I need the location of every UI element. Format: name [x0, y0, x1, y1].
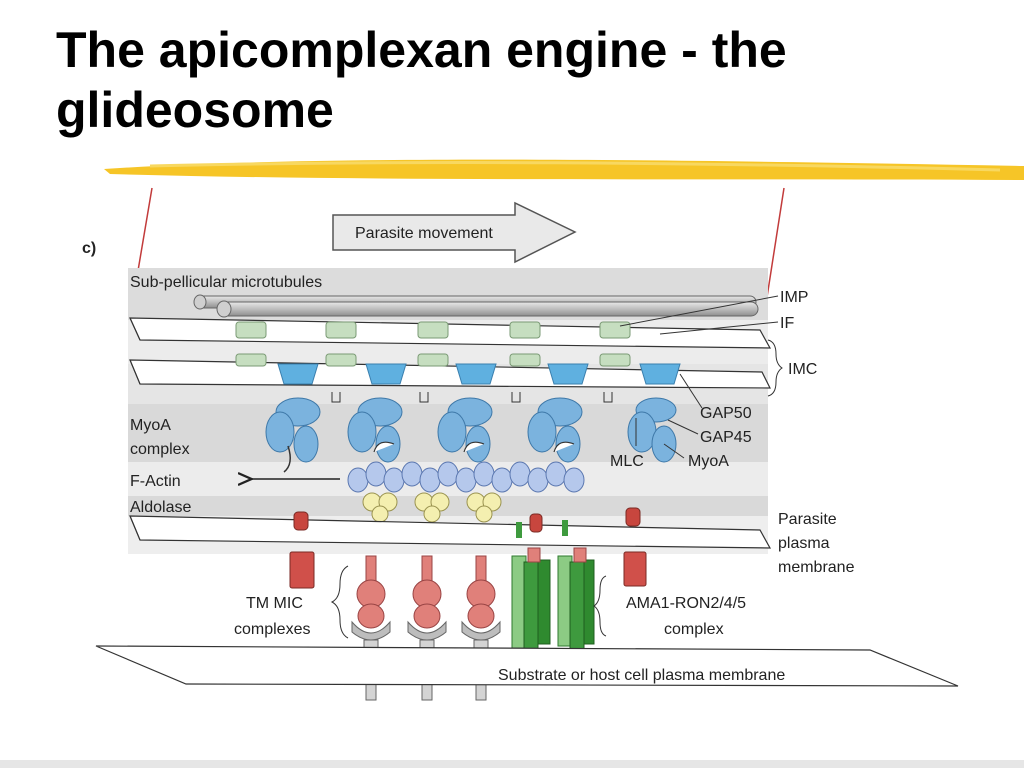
label-imc: IMC: [788, 361, 817, 378]
tm-mic-complexes: [351, 555, 501, 701]
label-ama1-1: AMA1-RON2/4/5: [626, 595, 746, 612]
label-tm-mic-1: TM MIC: [246, 595, 303, 612]
label-myoa-complex-1: MyoA: [130, 417, 171, 434]
aldolase-proteins: [362, 492, 502, 523]
parasite-movement-arrow: Parasite movement: [332, 201, 577, 264]
frame-edge-right: [764, 187, 785, 311]
gap50-proteins: [277, 363, 681, 385]
mic-small-proteins: [289, 507, 647, 589]
title-line-1: The apicomplexan engine - the: [56, 22, 787, 78]
label-factin: F-Actin: [130, 473, 181, 490]
substrate-membrane: [95, 645, 959, 687]
parasite-plasma-membrane: [129, 515, 772, 549]
label-aldolase: Aldolase: [130, 499, 191, 516]
slide-title: The apicomplexan engine - the glideosome: [56, 20, 956, 140]
label-ppm-2: plasma: [778, 535, 830, 552]
label-microtubules: Sub-pellicular microtubules: [130, 274, 322, 291]
label-imp: IMP: [780, 289, 808, 306]
footer-bar: [0, 760, 1024, 768]
label-myoa-complex-2: complex: [130, 441, 190, 458]
imp-particles: [235, 321, 631, 367]
microtubules: [193, 294, 759, 318]
left-labels: MyoA complex F-Actin Aldolase TM MIC com…: [130, 417, 349, 639]
label-substrate: Substrate or host cell plasma membrane: [498, 667, 785, 684]
myoa-motors: [265, 397, 677, 473]
label-tm-mic-2: complexes: [234, 621, 310, 638]
f-actin-filament: [347, 461, 585, 493]
parasite-movement-label: Parasite movement: [355, 225, 493, 242]
title-line-2: glideosome: [56, 82, 334, 138]
label-ama1-2: complex: [664, 621, 724, 638]
right-labels: IMP IF IMC GAP50 GAP45 MLC MyoA Parasite…: [610, 289, 855, 576]
panel-label: c): [82, 240, 96, 257]
anchor-brackets: [331, 392, 613, 403]
ama1-ron-complex: [511, 520, 595, 659]
label-if: IF: [780, 315, 794, 332]
label-ppm-1: Parasite: [778, 511, 837, 528]
ama1-labels: AMA1-RON2/4/5 complex Substrate or host …: [498, 575, 785, 684]
label-gap45: GAP45: [700, 429, 752, 446]
label-mlc: MLC: [610, 453, 644, 470]
label-gap50: GAP50: [700, 405, 752, 422]
label-myoa: MyoA: [688, 453, 729, 470]
label-ppm-3: membrane: [778, 559, 855, 576]
